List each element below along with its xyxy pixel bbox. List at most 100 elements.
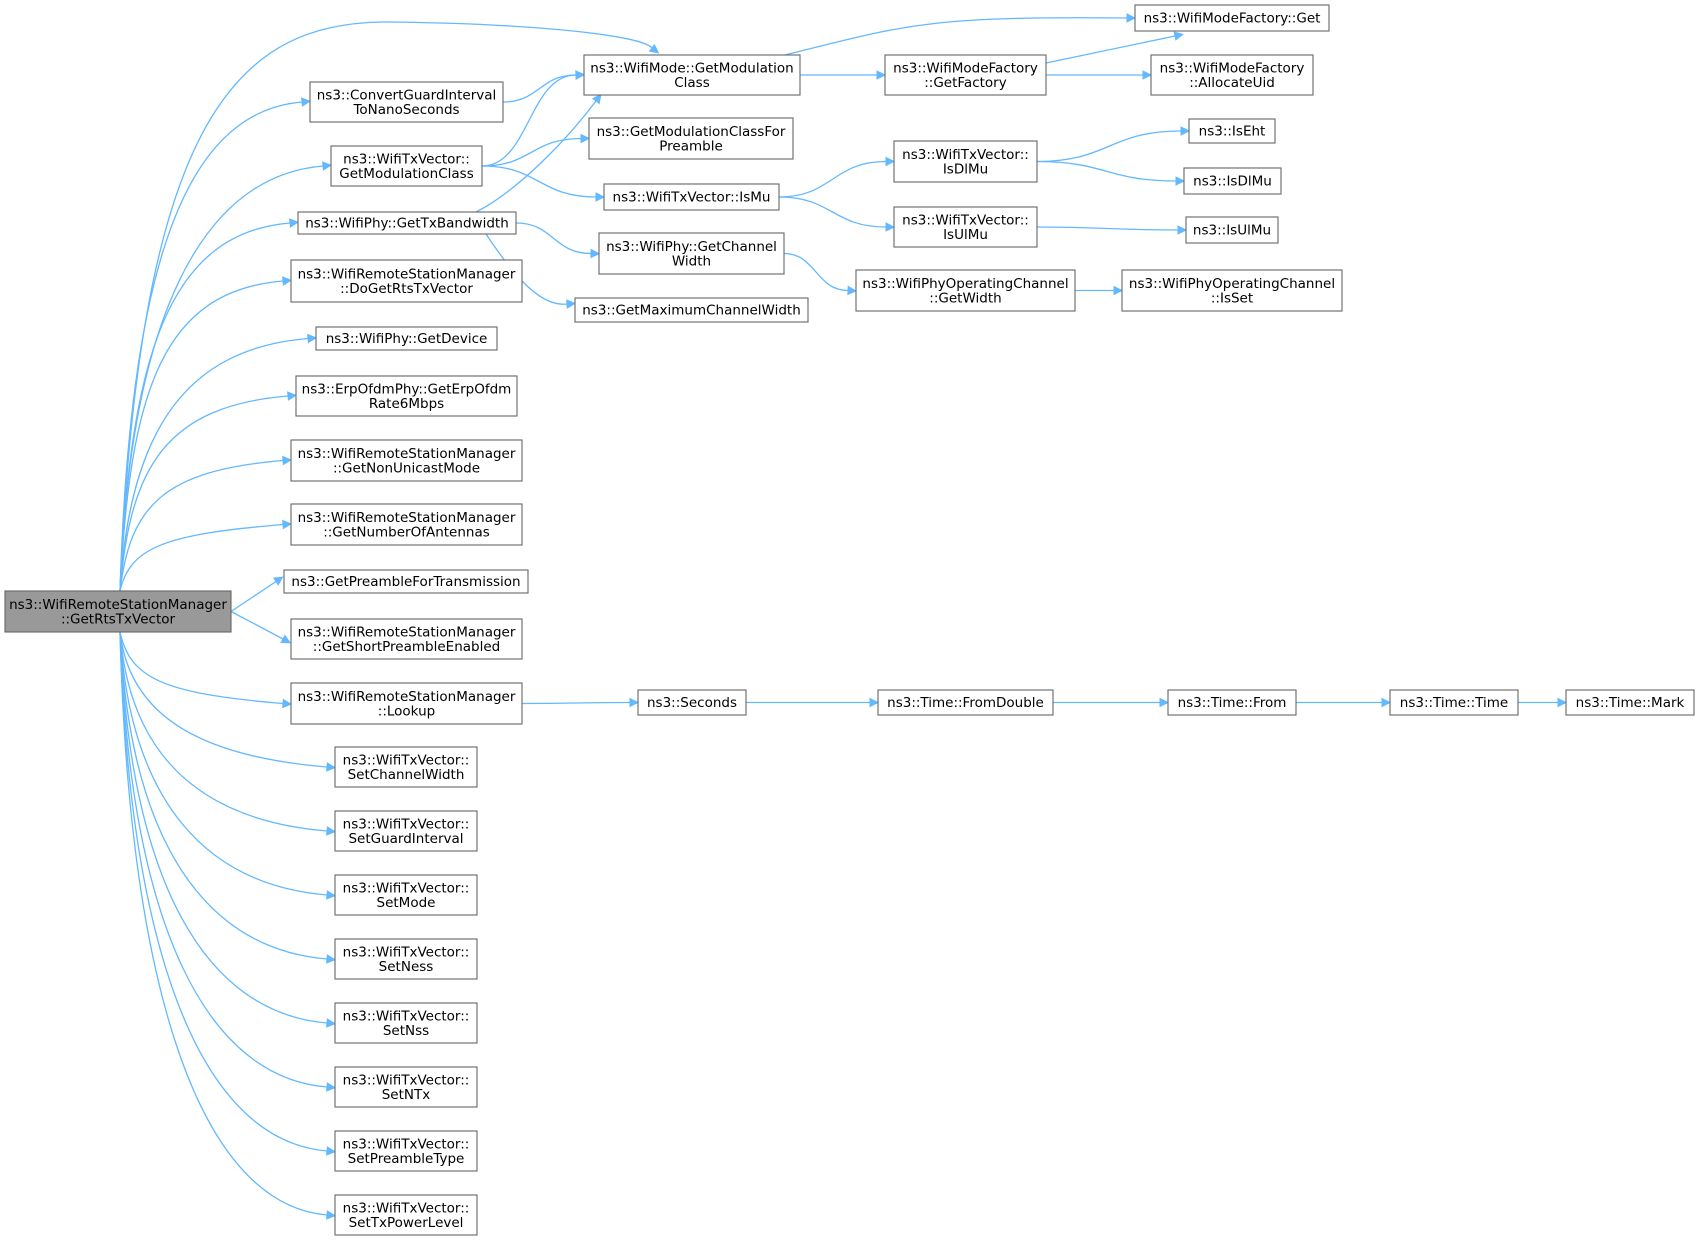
edge-txvGetModClass-to-getModClassForPreamble — [481, 133, 591, 167]
node-label: ::IsSet — [1211, 290, 1253, 306]
node-box — [334, 1194, 478, 1236]
node-root[interactable]: ns3::WifiRemoteStationManager::GetRtsTxV… — [4, 590, 232, 633]
node-label: ::GetNonUnicastMode — [333, 460, 480, 476]
node-label: ns3::WifiTxVector:: — [343, 752, 470, 768]
node-label: SetGuardInterval — [348, 831, 463, 847]
node-setNTx[interactable]: ns3::WifiTxVector::SetNTx — [334, 1066, 478, 1108]
node-isUlMu[interactable]: ns3::IsUlMu — [1185, 216, 1279, 244]
node-timeTime[interactable]: ns3::Time::Time — [1389, 689, 1519, 716]
node-txvIsMu[interactable]: ns3::WifiTxVector::IsMu — [603, 183, 780, 211]
node-label: Preamble — [659, 138, 723, 154]
node-nonUnicast[interactable]: ns3::WifiRemoteStationManager::GetNonUni… — [290, 439, 523, 482]
node-box — [1389, 689, 1519, 716]
node-setTxPower[interactable]: ns3::WifiTxVector::SetTxPowerLevel — [334, 1194, 478, 1236]
node-modeGetModClass[interactable]: ns3::WifiMode::GetModulationClass — [583, 54, 801, 96]
edge-root-to-preambleTx — [230, 576, 284, 613]
node-doGetRts[interactable]: ns3::WifiRemoteStationManager::DoGetRtsT… — [290, 259, 523, 303]
node-label: IsDlMu — [943, 161, 988, 177]
node-box — [637, 689, 747, 716]
node-seconds[interactable]: ns3::Seconds — [637, 689, 747, 716]
node-box — [290, 682, 523, 725]
arrowhead — [1113, 285, 1124, 296]
arrowhead — [595, 192, 606, 202]
node-opChanGetWidth[interactable]: ns3::WifiPhyOperatingChannel::GetWidth — [855, 269, 1076, 312]
node-label: ns3::WifiRemoteStationManager — [298, 510, 516, 526]
node-box — [283, 569, 529, 594]
node-label: ns3::WifiTxVector:: — [343, 1200, 470, 1216]
edge-root-to-convertGI — [119, 97, 312, 592]
node-label: ns3::GetPreambleForTransmission — [291, 574, 520, 590]
node-setMode[interactable]: ns3::WifiTxVector::SetMode — [334, 874, 478, 916]
node-box — [4, 590, 232, 633]
node-txvGetModClass[interactable]: ns3::WifiTxVector::GetModulationClass — [330, 145, 483, 187]
node-label: ns3::WifiTxVector:: — [343, 816, 470, 832]
node-isDlMu[interactable]: ns3::IsDlMu — [1183, 167, 1282, 195]
node-box — [1134, 4, 1330, 32]
node-box — [893, 140, 1038, 183]
edge-seconds-to-timeFromDouble — [746, 697, 880, 708]
node-numAntennas[interactable]: ns3::WifiRemoteStationManager::GetNumber… — [290, 503, 523, 546]
node-label: ns3::WifiPhyOperatingChannel — [1129, 276, 1335, 292]
arrowhead — [282, 519, 293, 530]
node-timeMark[interactable]: ns3::Time::Mark — [1565, 689, 1695, 716]
node-preambleTx[interactable]: ns3::GetPreambleForTransmission — [283, 569, 529, 594]
arrowhead — [885, 156, 896, 167]
edge-timeFromDouble-to-timeFrom — [1053, 697, 1170, 708]
node-timeFromDouble[interactable]: ns3::Time::FromDouble — [877, 689, 1054, 716]
node-box — [290, 503, 523, 546]
node-getMaxChanWidth[interactable]: ns3::GetMaximumChannelWidth — [574, 297, 809, 323]
edge-root-to-phyGetDevice — [119, 333, 318, 592]
node-setNss[interactable]: ns3::WifiTxVector::SetNss — [334, 1002, 478, 1044]
node-box — [1183, 167, 1282, 195]
edge-phyGetTxBw-to-phyGetChanWidth — [515, 222, 601, 259]
edge-modeGetModClass-to-getFactory — [799, 70, 887, 80]
edge-txvIsMu-to-txvIsDlMu — [778, 156, 896, 198]
node-opChanIsSet[interactable]: ns3::WifiPhyOperatingChannel::IsSet — [1121, 269, 1343, 312]
node-box — [1150, 54, 1314, 96]
node-setPreamble[interactable]: ns3::WifiTxVector::SetPreambleType — [334, 1130, 478, 1172]
node-box — [315, 326, 498, 351]
node-box — [1121, 269, 1343, 312]
node-shortPreamble[interactable]: ns3::WifiRemoteStationManager::GetShortP… — [290, 618, 523, 660]
node-setGI[interactable]: ns3::WifiTxVector::SetGuardInterval — [334, 810, 478, 852]
node-label: ::GetNumberOfAntennas — [323, 524, 490, 540]
node-box — [334, 1130, 478, 1172]
arrowhead — [326, 1210, 337, 1220]
node-getFactory[interactable]: ns3::WifiModeFactory::GetFactory — [884, 54, 1047, 96]
arrowhead — [629, 697, 640, 708]
node-isEht[interactable]: ns3::IsEht — [1188, 118, 1276, 144]
node-setNess[interactable]: ns3::WifiTxVector::SetNess — [334, 938, 478, 980]
node-label: ns3::WifiRemoteStationManager — [9, 597, 227, 613]
node-phyGetDevice[interactable]: ns3::WifiPhy::GetDevice — [315, 326, 498, 351]
node-label: SetNss — [383, 1023, 429, 1039]
node-label: ns3::WifiModeFactory::Get — [1144, 11, 1321, 27]
node-label: ns3::WifiModeFactory — [893, 60, 1038, 76]
node-label: ns3::IsDlMu — [1193, 174, 1272, 190]
arrowhead — [1557, 697, 1568, 708]
node-label: ns3::WifiMode::GetModulation — [590, 60, 793, 76]
node-box — [877, 689, 1054, 716]
node-lookup[interactable]: ns3::WifiRemoteStationManager::Lookup — [290, 682, 523, 725]
edge-lookup-to-seconds — [521, 697, 640, 708]
node-txvIsUlMu[interactable]: ns3::WifiTxVector::IsUlMu — [893, 206, 1038, 248]
node-factoryGet[interactable]: ns3::WifiModeFactory::Get — [1134, 4, 1330, 32]
node-txvIsDlMu[interactable]: ns3::WifiTxVector::IsDlMu — [893, 140, 1038, 183]
node-label: SetTxPowerLevel — [349, 1215, 464, 1231]
arrowhead — [272, 576, 284, 586]
arrowhead — [307, 333, 318, 344]
node-box — [290, 439, 523, 482]
node-allocUid[interactable]: ns3::WifiModeFactory::AllocateUid — [1150, 54, 1314, 96]
node-box — [1185, 216, 1279, 244]
arrowhead — [282, 276, 293, 286]
node-setChanWidth[interactable]: ns3::WifiTxVector::SetChannelWidth — [334, 746, 478, 788]
node-box — [574, 297, 809, 323]
edge-opChanGetWidth-to-opChanIsSet — [1075, 285, 1124, 296]
node-phyGetTxBw[interactable]: ns3::WifiPhy::GetTxBandwidth — [297, 211, 517, 235]
edge-txvGetModClass-to-txvIsMu — [481, 165, 606, 202]
node-timeFrom[interactable]: ns3::Time::From — [1167, 689, 1297, 716]
